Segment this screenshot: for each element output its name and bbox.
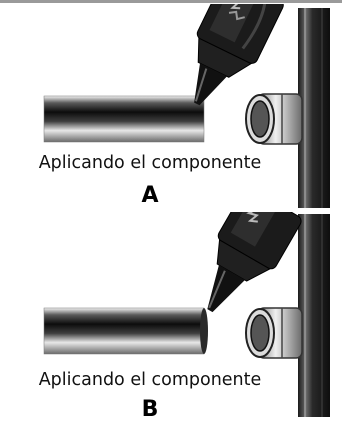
fitting — [245, 93, 303, 145]
pole — [298, 8, 330, 208]
tube — [43, 307, 208, 355]
panel-a-illustration — [43, 4, 330, 208]
adhesive-bottle — [207, 212, 302, 313]
panel-a-caption: Aplicando el componente — [38, 153, 262, 173]
panel-b-illustration — [43, 212, 330, 417]
tube — [43, 95, 205, 143]
panel-b: Aplicando el componente B — [0, 212, 342, 422]
panel-a: Aplicando el componente A — [0, 4, 342, 209]
panel-b-caption: Aplicando el componente — [38, 370, 262, 390]
fitting — [245, 307, 303, 359]
adhesive-bottle — [194, 4, 284, 106]
panel-b-label: B — [141, 397, 159, 422]
top-border — [0, 0, 342, 3]
pole — [298, 214, 330, 417]
panel-a-label: A — [141, 183, 159, 208]
